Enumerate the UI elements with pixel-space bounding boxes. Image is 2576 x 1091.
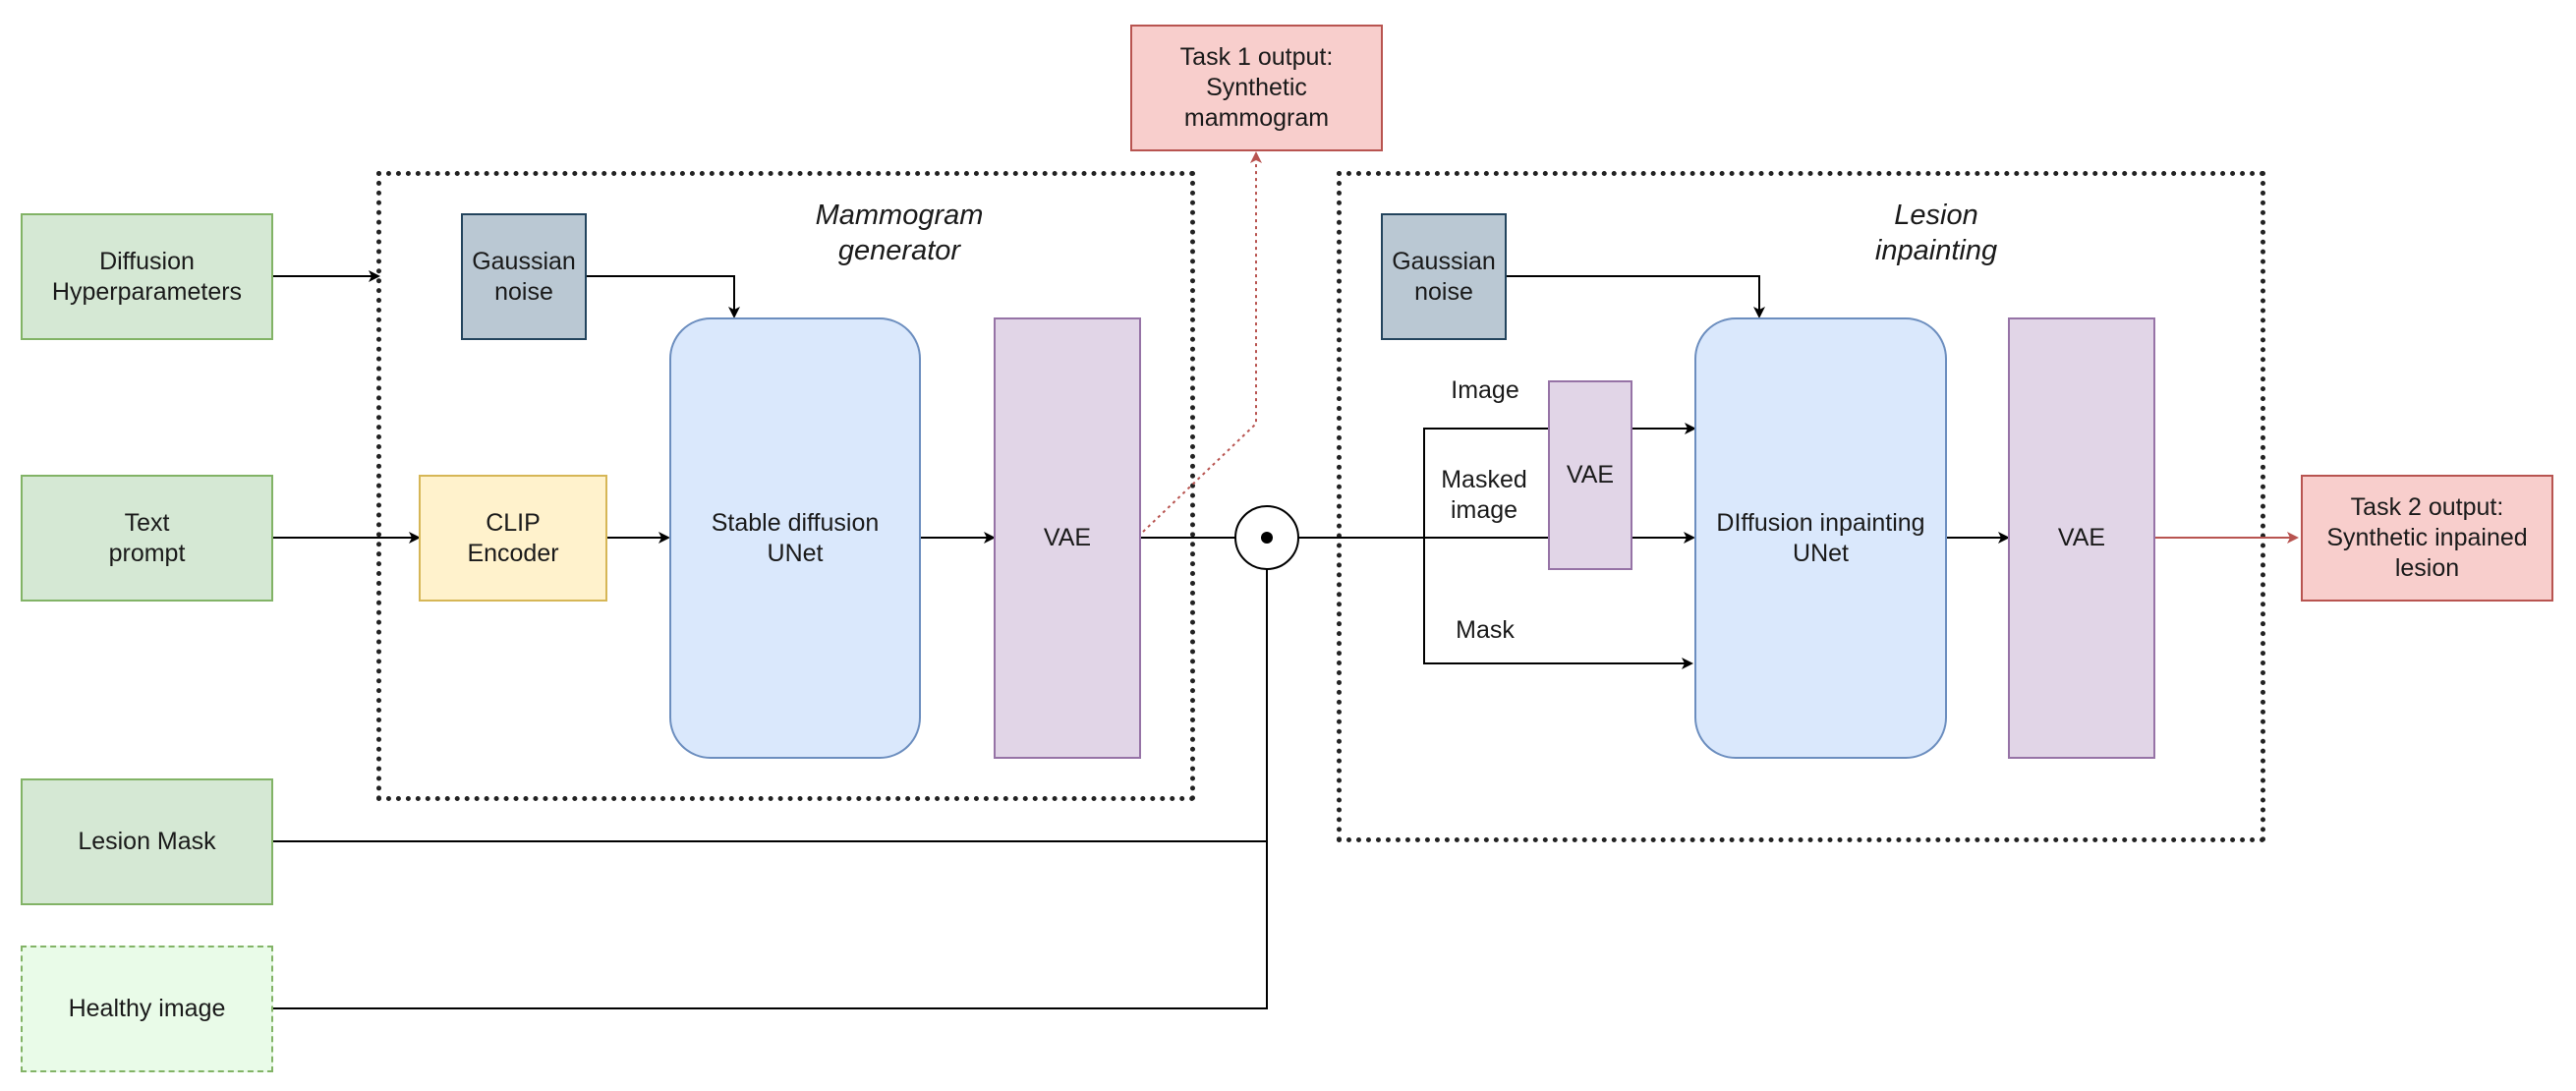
lesion-mask-box: Lesion Mask [21,778,273,905]
edge-mask-branch [1423,538,1693,669]
combine-node-dot [1261,532,1273,544]
task2-output-box: Task 2 output: Synthetic inpained lesion [2301,475,2553,602]
gaussian-noise-box-2: Gaussian noise [1381,213,1507,340]
gaussian-noise-box: Gaussian noise [461,213,587,340]
lesion-inpainting-region [1337,171,2265,842]
vae-decoder-box-2: VAE [2008,317,2155,759]
edge-noise-to-unet [587,275,740,318]
diffusion-hyperparameters-box: Diffusion Hyperparameters [21,213,273,340]
mask-label: Mask [1456,616,1515,644]
text-prompt-box: Text prompt [21,475,273,602]
task1-output-box: Task 1 output: Synthetic mammogram [1130,25,1383,151]
clip-encoder-box: CLIP Encoder [419,475,607,602]
diffusion-inpainting-unet-box: DIffusion inpainting UNet [1694,317,1947,759]
healthy-image-box: Healthy image [21,946,273,1072]
vae-encoder-box: VAE [1548,380,1632,570]
image-label: Image [1451,376,1519,404]
mammogram-generator-title: Mammogram generator [815,200,984,266]
edge-healthy-image [273,841,1268,1009]
mammogram-generator-region [376,171,1195,801]
masked-image-label: Masked image [1441,466,1527,524]
edge-vae-to-task1 [1142,151,1262,533]
vae-decoder-box: VAE [994,317,1141,759]
stable-diffusion-unet-box: Stable diffusion UNet [669,317,921,759]
edge-noise2-to-unet [1507,275,1765,318]
lesion-inpainting-title: Lesion inpainting [1874,200,1998,266]
